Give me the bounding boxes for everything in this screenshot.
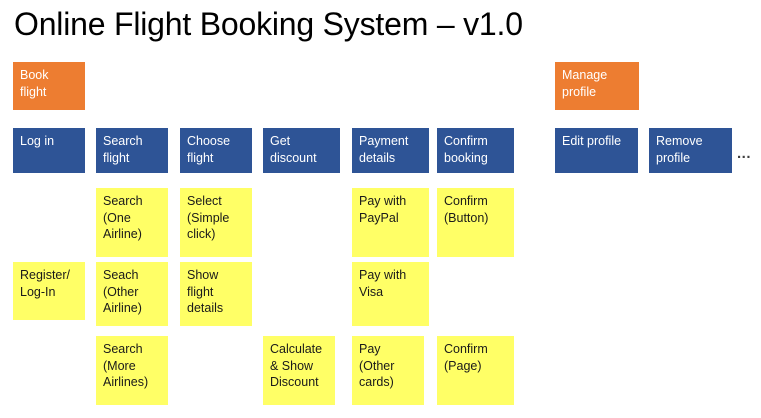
story-confirm-button[interactable]: Confirm (Button) [437,188,514,257]
page-title: Online Flight Booking System – v1.0 [14,6,523,42]
story-seach-other-airline[interactable]: Seach (Other Airline) [96,262,168,326]
activity-log-in[interactable]: Log in [13,128,85,173]
activity-confirm-booking[interactable]: Confirm booking [437,128,514,173]
story-search-one-airline[interactable]: Search (One Airline) [96,188,168,257]
activity-payment-details[interactable]: Payment details [352,128,429,173]
activity-edit-profile[interactable]: Edit profile [555,128,638,173]
activity-search-flight[interactable]: Search flight [96,128,168,173]
story-pay-with-paypal[interactable]: Pay with PayPal [352,188,429,257]
story-calculate-show-discount[interactable]: Calculate & Show Discount [263,336,335,405]
activity-choose-flight[interactable]: Choose flight [180,128,252,173]
story-show-flight-details[interactable]: Show flight details [180,262,252,326]
activity-get-discount[interactable]: Get discount [263,128,340,173]
story-select-simple-click[interactable]: Select (Simple click) [180,188,252,257]
story-pay-other-cards[interactable]: Pay (Other cards) [352,336,424,405]
epic-manage-profile[interactable]: Manage profile [555,62,639,110]
story-pay-with-visa[interactable]: Pay with Visa [352,262,429,326]
epic-book-flight[interactable]: Book flight [13,62,85,110]
story-confirm-page[interactable]: Confirm (Page) [437,336,514,405]
story-search-more-airlines[interactable]: Search (More Airlines) [96,336,168,405]
story-register-log-in[interactable]: Register/ Log-In [13,262,85,320]
activity-remove-profile[interactable]: Remove profile [649,128,732,173]
overflow-ellipsis[interactable]: ... [737,145,752,162]
